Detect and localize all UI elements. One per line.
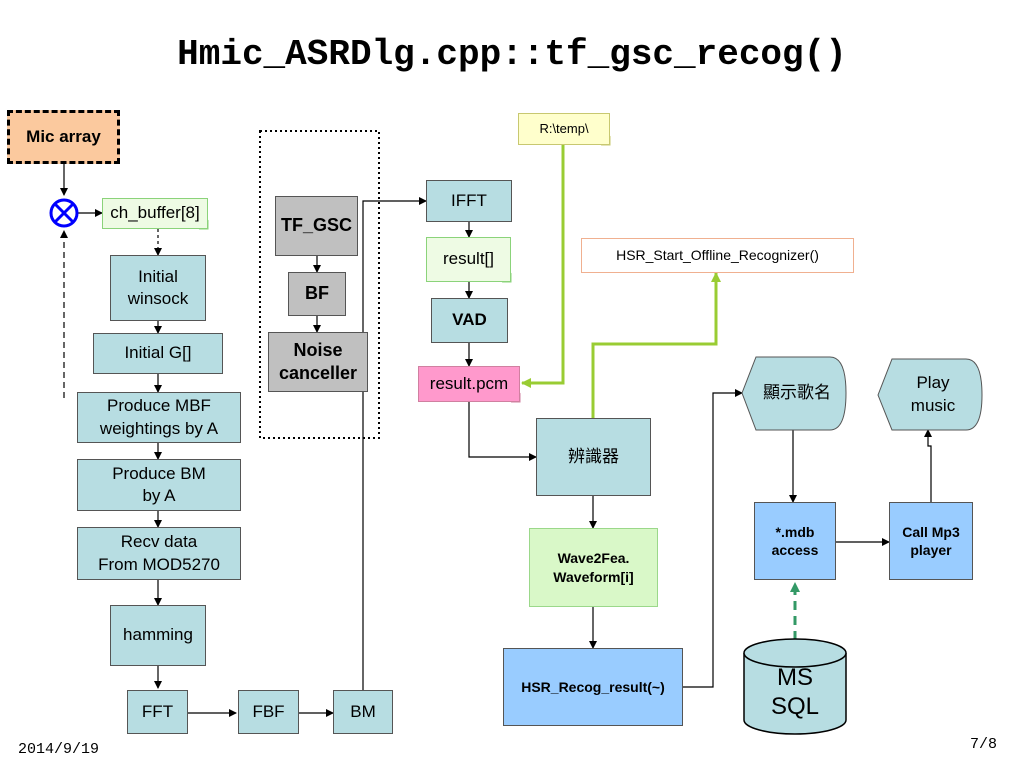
slide-title: Hmic_ASRDlg.cpp::tf_gsc_recog() <box>177 34 847 75</box>
bm-box: BM <box>333 690 393 734</box>
hsr-start-box: HSR_Start_Offline_Recognizer() <box>581 238 854 273</box>
bf-box: BF <box>288 272 346 316</box>
mixer-symbol <box>49 198 79 228</box>
result-array-box: result[] <box>426 237 511 282</box>
arrow-hsr-to-show-song <box>683 389 743 688</box>
ms-sql-cylinder <box>743 638 847 735</box>
play-music-shape <box>877 358 983 431</box>
produce-mbf-box: Produce MBF weightings by A <box>77 392 241 443</box>
recv-data-box: Recv data From MOD5270 <box>77 527 241 580</box>
wave2fea-box: Wave2Fea. Waveform[i] <box>529 528 658 607</box>
footer-date: 2014/9/19 <box>18 741 100 758</box>
arrow-pcm-to-recognizer <box>468 402 537 461</box>
mic-array-box: Mic array <box>7 110 120 164</box>
show-song-label: 顯示歌名 <box>763 383 831 403</box>
tf-gsc-box: TF_GSC <box>275 196 358 256</box>
arrow-temp-to-pcm <box>521 145 565 388</box>
play-music-label: Play music <box>910 373 956 415</box>
result-pcm-box: result.pcm <box>418 366 520 402</box>
initial-g-box: Initial G[] <box>93 333 223 374</box>
call-mp3-box: Call Mp3 player <box>889 502 973 580</box>
ifft-box: IFFT <box>426 180 512 222</box>
noise-canceller-box: Noise canceller <box>268 332 368 392</box>
arrow-bm-to-ifft <box>362 197 427 690</box>
hsr-recog-result-box: HSR_Recog_result(~) <box>503 648 683 726</box>
ms-sql-label: MS SQL <box>770 664 820 720</box>
hamming-box: hamming <box>110 605 206 666</box>
fbf-box: FBF <box>238 690 299 734</box>
mdb-access-box: *.mdb access <box>754 502 836 580</box>
tf-gsc-group-border <box>259 130 380 439</box>
ch-buffer-box: ch_buffer[8] <box>102 198 208 229</box>
show-song-shape <box>741 356 847 431</box>
produce-bm-box: Produce BM by A <box>77 459 241 511</box>
arrow-recognizer-to-hsr-start <box>591 272 721 418</box>
footer-page-number: 7/8 <box>970 736 998 753</box>
fft-box: FFT <box>127 690 188 734</box>
arrow-mp3-to-play <box>924 429 932 502</box>
vad-box: VAD <box>431 298 508 343</box>
recognizer-box: 辨識器 <box>536 418 651 496</box>
initial-winsock-box: Initial winsock <box>110 255 206 321</box>
temp-path-box: R:\temp\ <box>518 113 610 145</box>
